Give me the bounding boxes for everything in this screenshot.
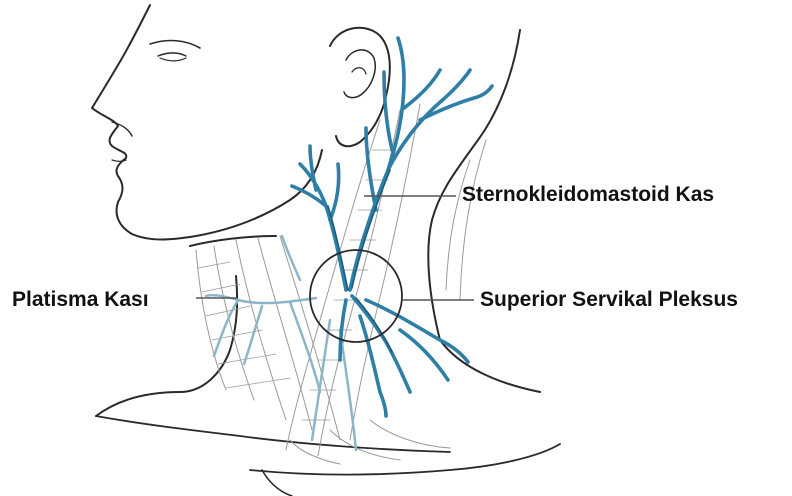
head-neck-outline [92, 5, 560, 496]
platysma-nerve-branches [206, 236, 356, 450]
label-sternocleidomastoid: Sternokleidomastoid Kas [462, 184, 714, 205]
label-superior-cervical-plexus: Superior Servikal Pleksus [480, 289, 738, 310]
label-platysma: Platisma Kası [12, 289, 149, 310]
nerves [292, 38, 492, 416]
muscle-sketch [196, 104, 486, 464]
